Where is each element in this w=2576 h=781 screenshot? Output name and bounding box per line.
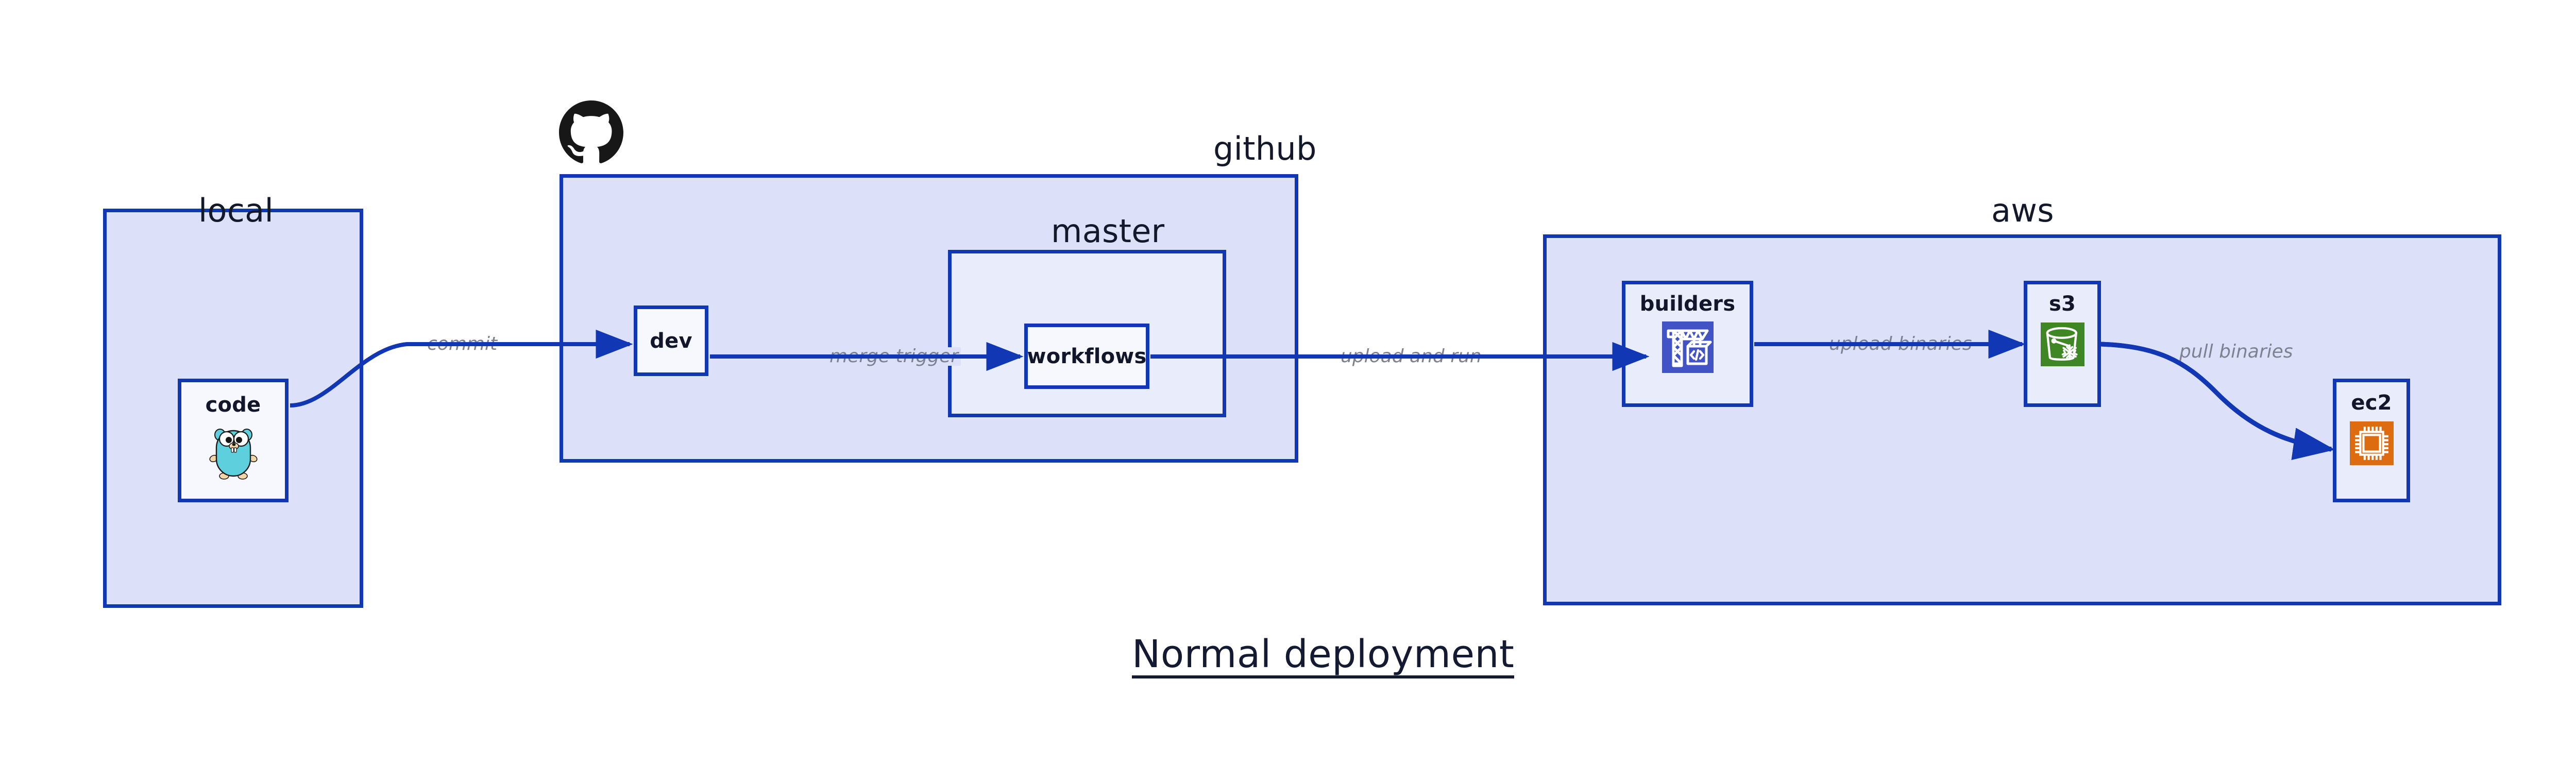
node-code-label: code <box>205 393 261 417</box>
edge-label-merge-trigger: merge trigger <box>827 347 961 366</box>
edge-label-pull-binaries: pull binaries <box>2179 341 2293 362</box>
node-ec2[interactable]: ec2 <box>2333 379 2410 502</box>
github-mark-icon <box>559 100 623 163</box>
edge-label-upload-and-run: upload and run <box>1338 347 1484 366</box>
group-aws-label: aws <box>1991 192 2054 229</box>
edge-label-commit: commit <box>425 335 500 353</box>
node-builders-label: builders <box>1639 292 1736 316</box>
diagram-title: Normal deployment <box>1132 635 1515 678</box>
node-code[interactable]: code <box>178 379 289 502</box>
group-github-label: github <box>1213 130 1317 167</box>
aws-s3-glacier-icon <box>2040 322 2084 366</box>
node-ec2-label: ec2 <box>2351 391 2392 415</box>
go-gopher-icon <box>209 429 258 480</box>
edge-label-upload-binaries: upload binaries <box>1826 335 1975 353</box>
group-local-label: local <box>198 192 274 229</box>
node-dev[interactable]: dev <box>634 305 708 376</box>
node-s3[interactable]: s3 <box>2024 281 2101 407</box>
group-master-label: master <box>1051 212 1165 250</box>
github-logo-wrap <box>559 100 623 165</box>
aws-ec2-icon <box>2349 421 2394 465</box>
node-workflows-label: workflows <box>1027 344 1147 368</box>
node-workflows[interactable]: workflows <box>1024 324 1149 389</box>
node-builders[interactable]: builders <box>1622 281 1753 407</box>
aws-codebuild-icon <box>1662 321 1714 373</box>
node-s3-label: s3 <box>2048 292 2076 316</box>
node-dev-label: dev <box>650 329 692 353</box>
